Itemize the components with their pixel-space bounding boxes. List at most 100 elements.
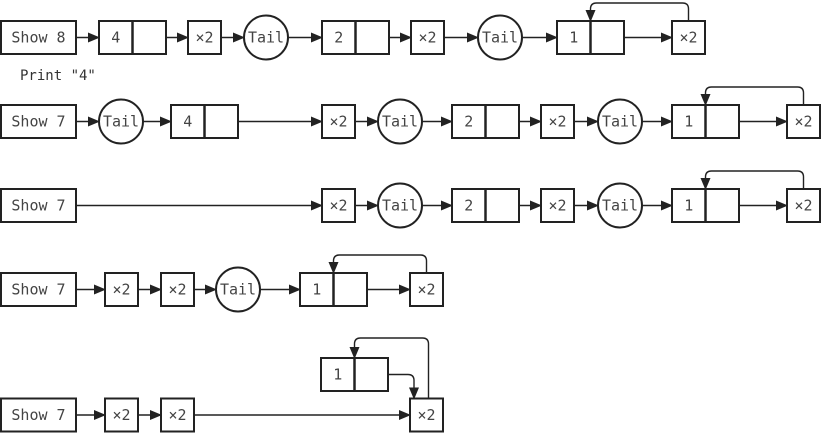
- show-label: Show 8: [11, 29, 65, 47]
- op-box: [409, 272, 444, 307]
- show-box: [0, 188, 77, 223]
- cycle-back-arrow: [328, 254, 428, 274]
- tail-circle: [215, 266, 261, 313]
- show-node: Show 8: [0, 20, 77, 55]
- op-label: ×2: [548, 113, 566, 131]
- tail-node: Tail: [377, 182, 423, 229]
- tail-circle: [597, 98, 643, 145]
- show-label: Show 7: [11, 406, 65, 424]
- cons-cell-node: 1: [320, 357, 389, 392]
- cycle-back-arrow: [585, 2, 690, 22]
- op-label: ×2: [548, 197, 566, 215]
- tail-label: Tail: [248, 29, 284, 47]
- cons-cell-node: 1: [299, 272, 368, 307]
- cons-cell-node: 4: [98, 20, 167, 55]
- op-box: [321, 104, 356, 139]
- op-label: ×2: [794, 197, 812, 215]
- tail-node: Tail: [98, 98, 144, 145]
- double-op-node: ×2: [540, 104, 575, 139]
- cons-cell-node: 1: [671, 188, 740, 223]
- op-box: [104, 272, 139, 307]
- cons-cell-node: 2: [321, 20, 390, 55]
- tail-node: Tail: [477, 14, 523, 61]
- tail-label: Tail: [382, 113, 418, 131]
- cell-head-label: 1: [312, 281, 321, 299]
- tail-node: Tail: [377, 98, 423, 145]
- tail-circle: [243, 14, 289, 61]
- cons-cell-node: 2: [451, 104, 520, 139]
- double-op-node: ×2: [540, 188, 575, 223]
- show-label: Show 7: [11, 197, 65, 215]
- op-label: ×2: [168, 281, 186, 299]
- op-box: [786, 104, 821, 139]
- double-op-node: ×2: [321, 104, 356, 139]
- double-op-node: ×2: [671, 20, 706, 55]
- show-box: [0, 20, 77, 55]
- show-node: Show 7: [0, 272, 77, 307]
- tail-node: Tail: [597, 182, 643, 229]
- op-box: [187, 20, 222, 55]
- tail-circle: [597, 182, 643, 229]
- tail-label: Tail: [220, 281, 256, 299]
- cons-cell-node: 2: [451, 188, 520, 223]
- op-label: ×2: [112, 281, 130, 299]
- tail-label: Tail: [103, 113, 139, 131]
- tail-label: Tail: [602, 197, 638, 215]
- op-label: ×2: [679, 29, 697, 47]
- tail-label: Tail: [382, 197, 418, 215]
- double-op-node: ×2: [160, 272, 195, 307]
- double-op-node: ×2: [410, 20, 445, 55]
- cycle-back-arrow: [349, 337, 430, 399]
- op-box: [104, 397, 139, 433]
- show-box: [0, 272, 77, 307]
- tail-node: Tail: [215, 266, 261, 313]
- cons-cell-node: 1: [671, 104, 740, 139]
- cons-cell-node: 4: [170, 104, 239, 139]
- double-op-node: ×2: [786, 104, 821, 139]
- double-op-node: ×2: [409, 272, 444, 307]
- cons-cell-node: 1: [556, 20, 625, 55]
- cell-head-label: 1: [684, 113, 693, 131]
- op-box: [671, 20, 706, 55]
- op-box: [409, 397, 444, 433]
- show-label: Show 7: [11, 281, 65, 299]
- op-box: [321, 188, 356, 223]
- op-label: ×2: [195, 29, 213, 47]
- double-op-node: ×2: [104, 272, 139, 307]
- op-box: [786, 188, 821, 223]
- cycle-back-arrow: [700, 86, 805, 106]
- op-label: ×2: [417, 281, 435, 299]
- tail-circle: [98, 98, 144, 145]
- double-op-node: ×2: [409, 397, 444, 433]
- cell-head-label: 4: [183, 113, 192, 131]
- tail-node: Tail: [597, 98, 643, 145]
- op-label: ×2: [329, 197, 347, 215]
- op-label: ×2: [418, 29, 436, 47]
- cell-head-label: 4: [111, 29, 120, 47]
- op-box: [160, 272, 195, 307]
- op-label: ×2: [168, 406, 186, 424]
- cell-head-label: 2: [334, 29, 343, 47]
- op-label: ×2: [112, 406, 130, 424]
- cell-head-label: 2: [464, 197, 473, 215]
- tail-circle: [477, 14, 523, 61]
- print-note: Print "4": [20, 68, 96, 84]
- double-op-node: ×2: [321, 188, 356, 223]
- cell-tail-arrow: [369, 373, 419, 400]
- double-op-node: ×2: [786, 188, 821, 223]
- tail-circle: [377, 98, 423, 145]
- cell-head-label: 1: [569, 29, 578, 47]
- show-node: Show 7: [0, 397, 77, 433]
- op-box: [410, 20, 445, 55]
- op-box: [540, 188, 575, 223]
- op-label: ×2: [794, 113, 812, 131]
- cycle-back-arrow: [700, 170, 805, 190]
- cell-head-label: 1: [333, 366, 342, 384]
- tail-label: Tail: [602, 113, 638, 131]
- double-op-node: ×2: [160, 397, 195, 433]
- tail-label: Tail: [482, 29, 518, 47]
- op-label: ×2: [329, 113, 347, 131]
- op-box: [540, 104, 575, 139]
- tail-circle: [377, 182, 423, 229]
